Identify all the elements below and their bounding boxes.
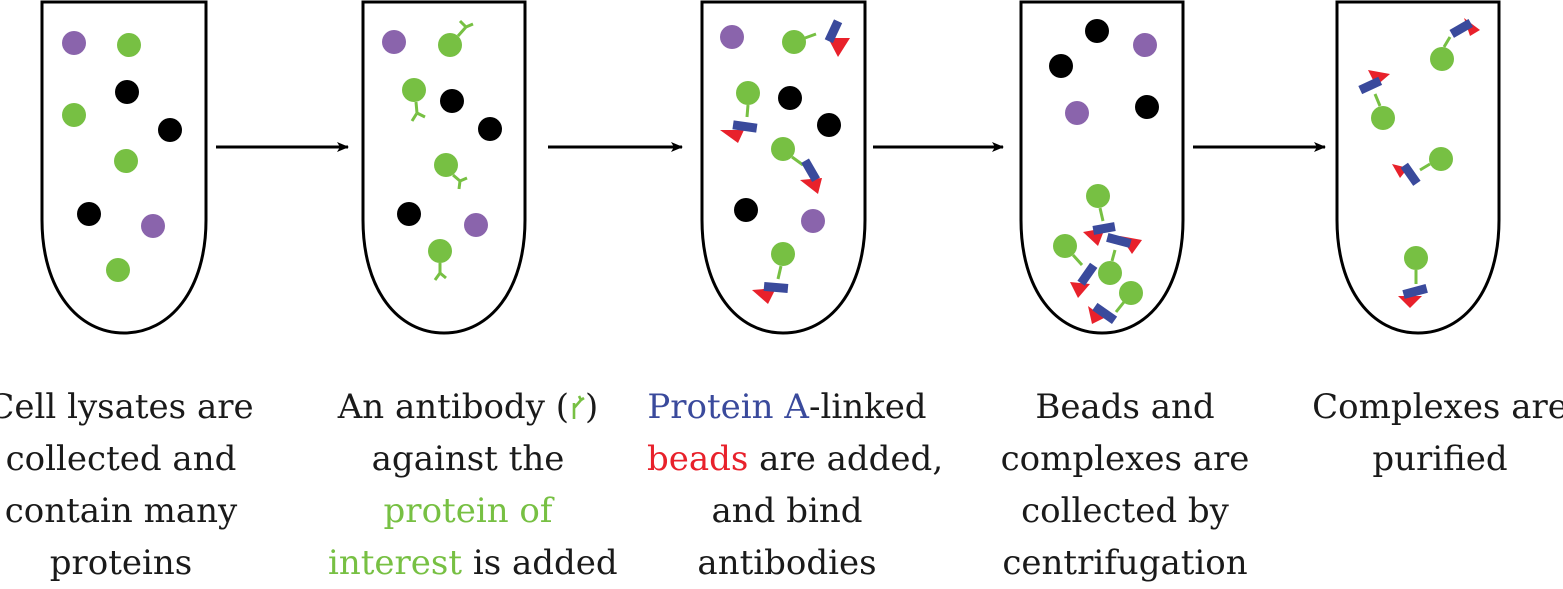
antibody-bound-protein	[402, 78, 426, 121]
purple-protein	[382, 30, 406, 54]
black-protein	[817, 113, 841, 137]
green-protein	[106, 258, 130, 282]
caption-text: An antibody (	[338, 387, 569, 427]
caption-line: interest is added	[328, 537, 608, 589]
caption-line: purified	[1300, 433, 1563, 485]
ip-process-diagram	[0, 0, 1563, 360]
caption-line: Cell lysates are	[0, 381, 261, 433]
tube-4-contents	[1049, 19, 1159, 324]
caption-text: are added,	[748, 439, 943, 479]
caption-highlight-beads: beads	[647, 439, 748, 479]
purple-protein	[1133, 33, 1157, 57]
bead-complex	[752, 242, 795, 304]
black-protein	[1085, 19, 1109, 43]
black-protein	[778, 86, 802, 110]
caption-highlight-protein-a: Protein A	[647, 387, 809, 427]
antibody-bound-protein	[438, 21, 473, 57]
bead-complex	[1053, 234, 1097, 298]
green-protein	[114, 149, 138, 173]
black-protein	[440, 89, 464, 113]
caption-line: proteins	[0, 537, 261, 589]
caption-line: centrifugation	[985, 537, 1265, 589]
caption-step-4: Beads and complexes are collected by cen…	[985, 381, 1265, 589]
black-protein	[734, 198, 758, 222]
antibody-bound-protein	[434, 153, 467, 189]
green-protein	[117, 33, 141, 57]
black-protein	[397, 202, 421, 226]
caption-highlight: interest	[328, 543, 462, 583]
tube-5-contents	[1358, 18, 1480, 308]
purple-protein	[62, 31, 86, 55]
caption-step-2: An antibody () against the protein of in…	[328, 381, 608, 589]
bead-complex	[1088, 281, 1143, 324]
bead-complex	[1398, 246, 1428, 308]
caption-line: collected by	[985, 485, 1265, 537]
caption-text: -linked	[809, 387, 927, 427]
bead-complex	[1392, 147, 1453, 186]
caption-line: against the	[328, 433, 608, 485]
bead-complex	[1430, 18, 1480, 71]
caption-step-5: Complexes are purified	[1300, 381, 1563, 485]
black-protein	[1049, 54, 1073, 78]
caption-line: Protein A-linked	[647, 381, 927, 433]
antibody-bound-protein	[428, 239, 452, 280]
caption-step-1: Cell lysates are collected and contain m…	[0, 381, 261, 589]
caption-line: beads are added,	[647, 433, 927, 485]
antibody-icon	[569, 395, 585, 421]
caption-line: collected and	[0, 433, 261, 485]
caption-line: complexes are	[985, 433, 1265, 485]
caption-line: contain many	[0, 485, 261, 537]
caption-line: antibodies	[647, 537, 927, 589]
black-protein	[77, 202, 101, 226]
caption-line: and bind	[647, 485, 927, 537]
caption-text: is added	[462, 543, 618, 583]
tube-4	[1021, 2, 1183, 333]
caption-line: Beads and	[985, 381, 1265, 433]
purple-protein	[720, 25, 744, 49]
purple-protein	[1065, 101, 1089, 125]
bead-complex	[720, 81, 760, 143]
caption-line-highlight: protein of	[328, 485, 608, 537]
tube-5	[1337, 2, 1499, 333]
purple-protein	[141, 214, 165, 238]
purple-protein	[801, 209, 825, 233]
caption-line: Complexes are	[1300, 381, 1563, 433]
tube-1-contents	[62, 31, 182, 282]
bead-complex	[1098, 233, 1142, 285]
black-protein	[1135, 95, 1159, 119]
caption-step-3: Protein A-linked beads are added, and bi…	[647, 381, 927, 589]
caption-text: )	[585, 387, 598, 427]
tube-2-contents	[382, 21, 502, 280]
black-protein	[158, 118, 182, 142]
bead-complex	[1358, 70, 1395, 130]
black-protein	[478, 117, 502, 141]
bead-complex	[782, 19, 850, 57]
green-protein	[62, 103, 86, 127]
tube-3-contents	[720, 19, 850, 304]
purple-protein	[464, 213, 488, 237]
caption-line: An antibody ()	[328, 381, 608, 433]
bead-complex	[771, 137, 822, 194]
black-protein	[115, 80, 139, 104]
